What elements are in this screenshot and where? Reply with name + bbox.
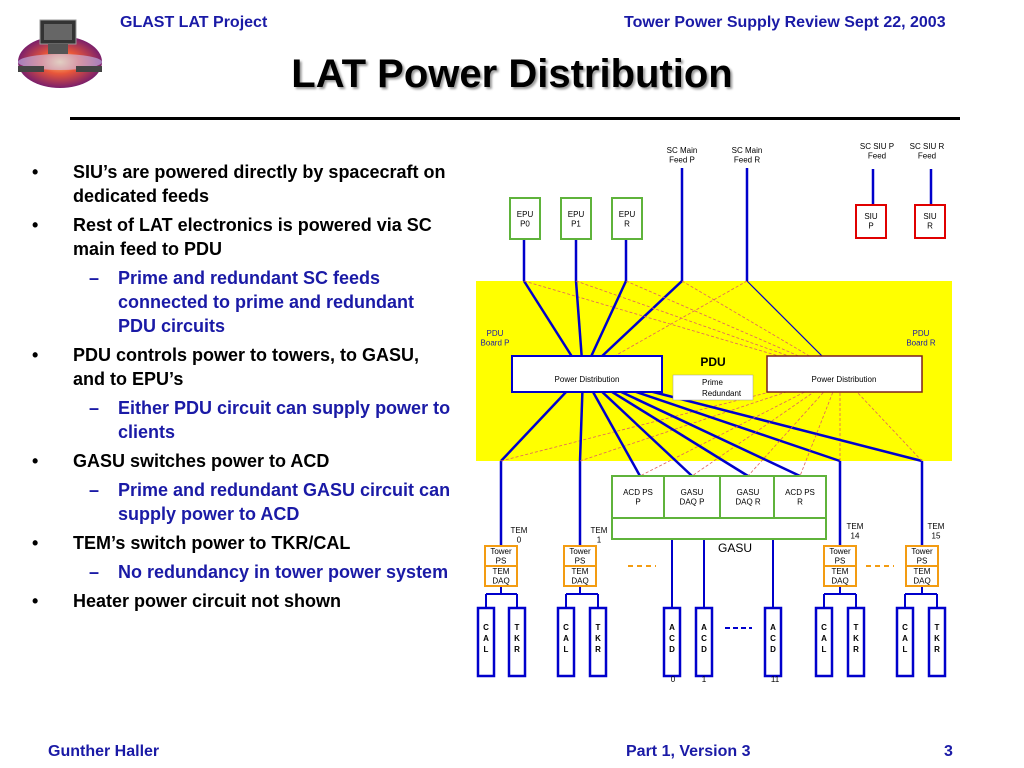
cal-module-box: [814, 606, 834, 678]
sub-bullet-item: Prime and redundant SC feeds connected t…: [32, 266, 452, 338]
tem-daq-box: [484, 565, 518, 587]
legend-prime-label: Prime: [702, 378, 723, 387]
legend-redundant-label: Redundant: [702, 389, 742, 398]
cal-module-box: [556, 606, 576, 678]
tem-daq-box: [905, 565, 939, 587]
epu-p1-box: [560, 197, 592, 240]
epu-redundant-line: [625, 280, 841, 375]
tkr-module-box: [846, 606, 866, 678]
tkr-module-box: [507, 606, 527, 678]
acd-ps-r-cell: [773, 475, 827, 519]
power-distribution-prime-box: [511, 355, 663, 393]
cal-module-box: [895, 606, 915, 678]
power-distribution-redundant-label: Power Distribution: [812, 375, 877, 384]
footer-version: Part 1, Version 3: [626, 743, 751, 760]
header-review: Tower Power Supply Review Sept 22, 2003: [624, 14, 946, 31]
pdu-legend-box: [672, 374, 754, 401]
bullet-list: SIU’s are powered directly by spacecraft…: [32, 160, 452, 618]
epu-p0-box: [509, 197, 541, 240]
bullet-item: Rest of LAT electronics is powered via S…: [32, 213, 452, 261]
acd-module-box: [694, 606, 714, 678]
tem-daq-box: [563, 565, 597, 587]
power-distribution-diagram: Power Distribution Power Distribution Prim…: [476, 142, 952, 684]
sub-bullet-item: Prime and redundant GASU circuit can sup…: [32, 478, 452, 526]
bullet-item: Heater power circuit not shown: [32, 589, 452, 613]
acd-module-box: [662, 606, 682, 678]
bullet-item: SIU’s are powered directly by spacecraft…: [32, 160, 452, 208]
epu-r-box: [611, 197, 643, 240]
sub-bullet-item: No redundancy in tower power system: [32, 560, 452, 584]
footer-author: Gunther Haller: [48, 743, 160, 760]
acd-number-0: 0: [671, 675, 676, 684]
page-title: LAT Power Distribution: [291, 52, 733, 96]
title-divider: [70, 117, 960, 120]
tkr-module-box: [927, 606, 947, 678]
header-project: GLAST LAT Project: [120, 14, 268, 31]
acd-ps-p-cell: [611, 475, 665, 519]
bullet-item: PDU controls power to towers, to GASU, a…: [32, 343, 452, 391]
bullet-item: TEM’s switch power to TKR/CAL: [32, 531, 452, 555]
acd-number-11: 11: [771, 675, 780, 684]
power-distribution-redundant-box: [766, 355, 923, 393]
bullet-item: GASU switches power to ACD: [32, 449, 452, 473]
power-distribution-prime-label: Power Distribution: [555, 375, 620, 384]
gasu-redundant-line: [799, 373, 841, 477]
acd-number-1: 1: [702, 675, 707, 684]
siu-p-box: [855, 204, 887, 239]
sub-bullet-item: Either PDU circuit can supply power to c…: [32, 396, 452, 444]
footer-page-number: 3: [944, 743, 953, 760]
tkr-module-box: [588, 606, 608, 678]
gasu-daq-r-cell: [719, 475, 777, 519]
tem-daq-box: [823, 565, 857, 587]
acd-module-box: [763, 606, 783, 678]
satellite-logo-icon: [10, 14, 110, 94]
gasu-label: GASU: [718, 541, 752, 555]
siu-r-box: [914, 204, 946, 239]
cal-module-box: [476, 606, 496, 678]
pdu-label: PDU: [700, 355, 725, 369]
